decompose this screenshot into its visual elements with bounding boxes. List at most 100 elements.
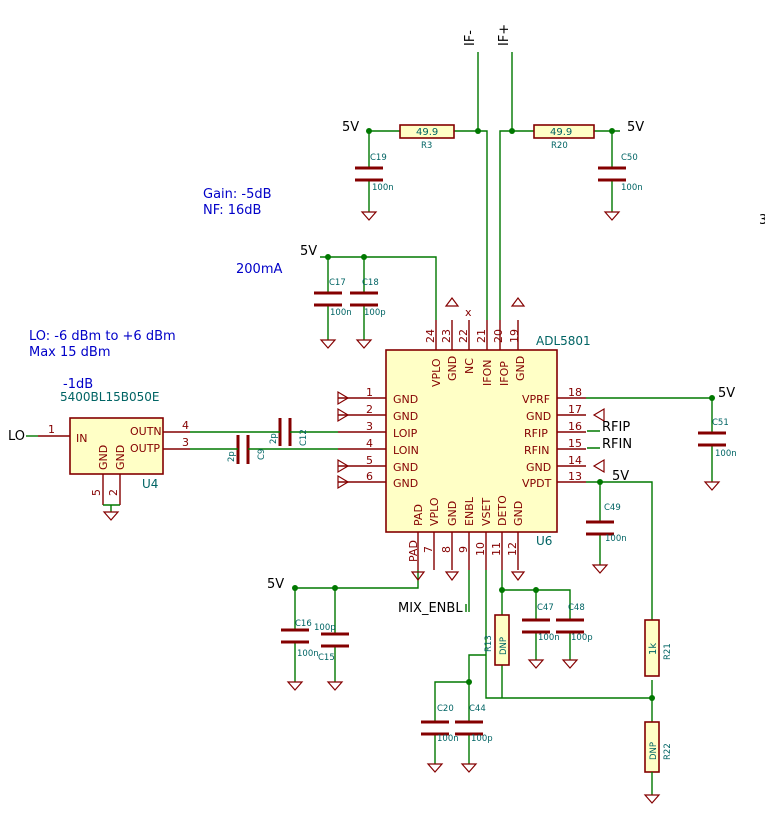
- pin-number: 15: [568, 437, 582, 450]
- u6-mixer-ic[interactable]: ADL5801 U6: [338, 320, 591, 570]
- pin-number: 2: [107, 489, 120, 496]
- r22-gnd-symbol: [643, 794, 661, 804]
- svg-text:100n: 100n: [605, 534, 627, 544]
- pin-number: 22: [457, 329, 470, 343]
- r3-value: 49.9: [416, 127, 438, 138]
- svg-text:C51: C51: [712, 418, 729, 428]
- r22-value: DNP: [649, 742, 659, 760]
- cap-c9[interactable]: 2p C9: [227, 435, 267, 464]
- cap-c48[interactable]: C48 100p: [556, 603, 593, 669]
- pin-number: 2: [366, 403, 373, 416]
- u6-bottom-pins: PAD PAD VPLO 7 GND 8 ENBL 9 VSET 10 DETO…: [407, 495, 525, 562]
- pin-name: GND: [393, 393, 418, 406]
- pin-number: 21: [475, 329, 488, 343]
- net-5v: 5V: [627, 120, 644, 135]
- svg-text:C18: C18: [362, 278, 379, 288]
- pin-number: 17: [568, 403, 582, 416]
- u4-gnd-wire: [103, 504, 120, 512]
- pin-name: GND: [97, 445, 110, 470]
- pin-number: 12: [506, 542, 519, 556]
- cap-c49[interactable]: C49 100n: [586, 503, 627, 574]
- u4-balun[interactable]: IN 1 OUTN 4 OUTP 3 GND 5 GND 2 U4 5400BL…: [38, 390, 190, 505]
- pin-number: 23: [440, 329, 453, 343]
- pin-name: RFIN: [524, 444, 549, 457]
- svg-text:C16: C16: [295, 619, 312, 629]
- pin-number: 1: [48, 423, 55, 436]
- r21-value: 1k: [648, 643, 659, 655]
- pin-number: 7: [422, 546, 435, 553]
- cap-c47[interactable]: C47 100n: [522, 603, 560, 669]
- pin-number: 10: [474, 542, 487, 556]
- cap-c18[interactable]: C18 100p: [350, 278, 386, 349]
- net-rfip: RFIP: [602, 420, 630, 435]
- cap-c50[interactable]: C50 100n: [598, 153, 643, 221]
- pin-name: IFON: [481, 360, 494, 386]
- pin-name: VPRF: [522, 393, 550, 406]
- pin-name: VPLO: [430, 358, 443, 387]
- pin-number: 24: [424, 329, 437, 343]
- u6-ref: U6: [536, 534, 552, 548]
- cap-c20[interactable]: C20 100n: [421, 704, 459, 773]
- pin-name: IFOP: [498, 361, 511, 386]
- svg-text:100n: 100n: [538, 633, 560, 643]
- net-lo: LO: [8, 429, 25, 444]
- svg-text:100n: 100n: [437, 734, 459, 744]
- cap-c15[interactable]: 100p C15: [314, 615, 349, 691]
- svg-text:100p: 100p: [571, 633, 593, 643]
- resistor-r3[interactable]: 49.9 R3: [399, 124, 455, 151]
- net-mix-enbl: MIX_ENBL: [398, 601, 463, 616]
- svg-text:100n: 100n: [330, 308, 352, 318]
- svg-text:C12: C12: [299, 429, 309, 446]
- net-if-minus: IF-: [463, 30, 478, 46]
- pin-name: GND: [526, 410, 551, 423]
- note-balun-loss: -1dB: [63, 377, 93, 392]
- pin-name: VPDT: [522, 477, 552, 490]
- pin-number: PAD: [407, 540, 420, 562]
- cap-c16[interactable]: C16 100n: [281, 615, 319, 691]
- pin-number: 3: [366, 420, 373, 433]
- net-labels: IF- IF+ 5V 5V 5V 5V 5V 5V LO RFIP RFIN M…: [8, 24, 735, 616]
- pin-number: 14: [568, 454, 582, 467]
- cap-c44[interactable]: C44 100p: [455, 704, 493, 773]
- pin-name: GND: [393, 477, 418, 490]
- u6-ground-triangles: [337, 297, 605, 581]
- net-rfin: RFIN: [602, 437, 632, 452]
- svg-text:C48: C48: [568, 603, 585, 613]
- pin-name: DETO: [496, 495, 509, 526]
- cap-c12[interactable]: 2p C12: [269, 418, 309, 446]
- u6-right-pins: 18 VPRF 17 GND 16 RFIP 15 RFIN 14 GND 13…: [522, 386, 582, 490]
- pin-number: 4: [366, 437, 373, 450]
- net-if-plus: IF+: [497, 24, 512, 46]
- cap-c51[interactable]: C51 100n: [698, 418, 737, 491]
- wires: [26, 52, 713, 722]
- pin-number: 9: [457, 546, 470, 553]
- pin-name: GND: [526, 461, 551, 474]
- svg-text:C50: C50: [621, 153, 638, 163]
- u6-top-pins: 24 VPLO 23 GND 22 NC 21 IFON 20 IFOP 19 …: [424, 329, 527, 387]
- pin-name: GND: [512, 501, 525, 526]
- pin-name: VSET: [480, 498, 493, 526]
- cap-c17[interactable]: C17 100n: [314, 278, 352, 349]
- net-5v: 5V: [342, 120, 359, 135]
- note-lo-range: LO: -6 dBm to +6 dBm: [29, 329, 176, 344]
- cap-c19[interactable]: C19 100n: [355, 153, 394, 221]
- pin-number: 13: [568, 470, 582, 483]
- annotations: Gain: -5dB NF: 16dB 200mA LO: -6 dBm to …: [29, 187, 765, 392]
- pin-name: OUTN: [130, 425, 162, 438]
- svg-text:100n: 100n: [297, 649, 319, 659]
- resistor-r22[interactable]: DNP R22: [644, 721, 673, 773]
- pin-number: 18: [568, 386, 582, 399]
- r3-ref: R3: [421, 141, 432, 151]
- pin-name: ENBL: [463, 496, 476, 526]
- resistor-r21[interactable]: 1k R21: [644, 619, 673, 677]
- r22-ref: R22: [663, 743, 673, 760]
- pin-name: GND: [393, 461, 418, 474]
- pin-name: VPLO: [428, 497, 441, 526]
- resistor-r13[interactable]: DNP R13: [484, 614, 510, 666]
- resistor-r20[interactable]: 49.9 R20: [533, 124, 595, 151]
- pin-name: GND: [114, 445, 127, 470]
- r20-value: 49.9: [550, 127, 572, 138]
- pin-number: 16: [568, 420, 582, 433]
- svg-text:100n: 100n: [715, 449, 737, 459]
- pin-number: 4: [182, 419, 189, 432]
